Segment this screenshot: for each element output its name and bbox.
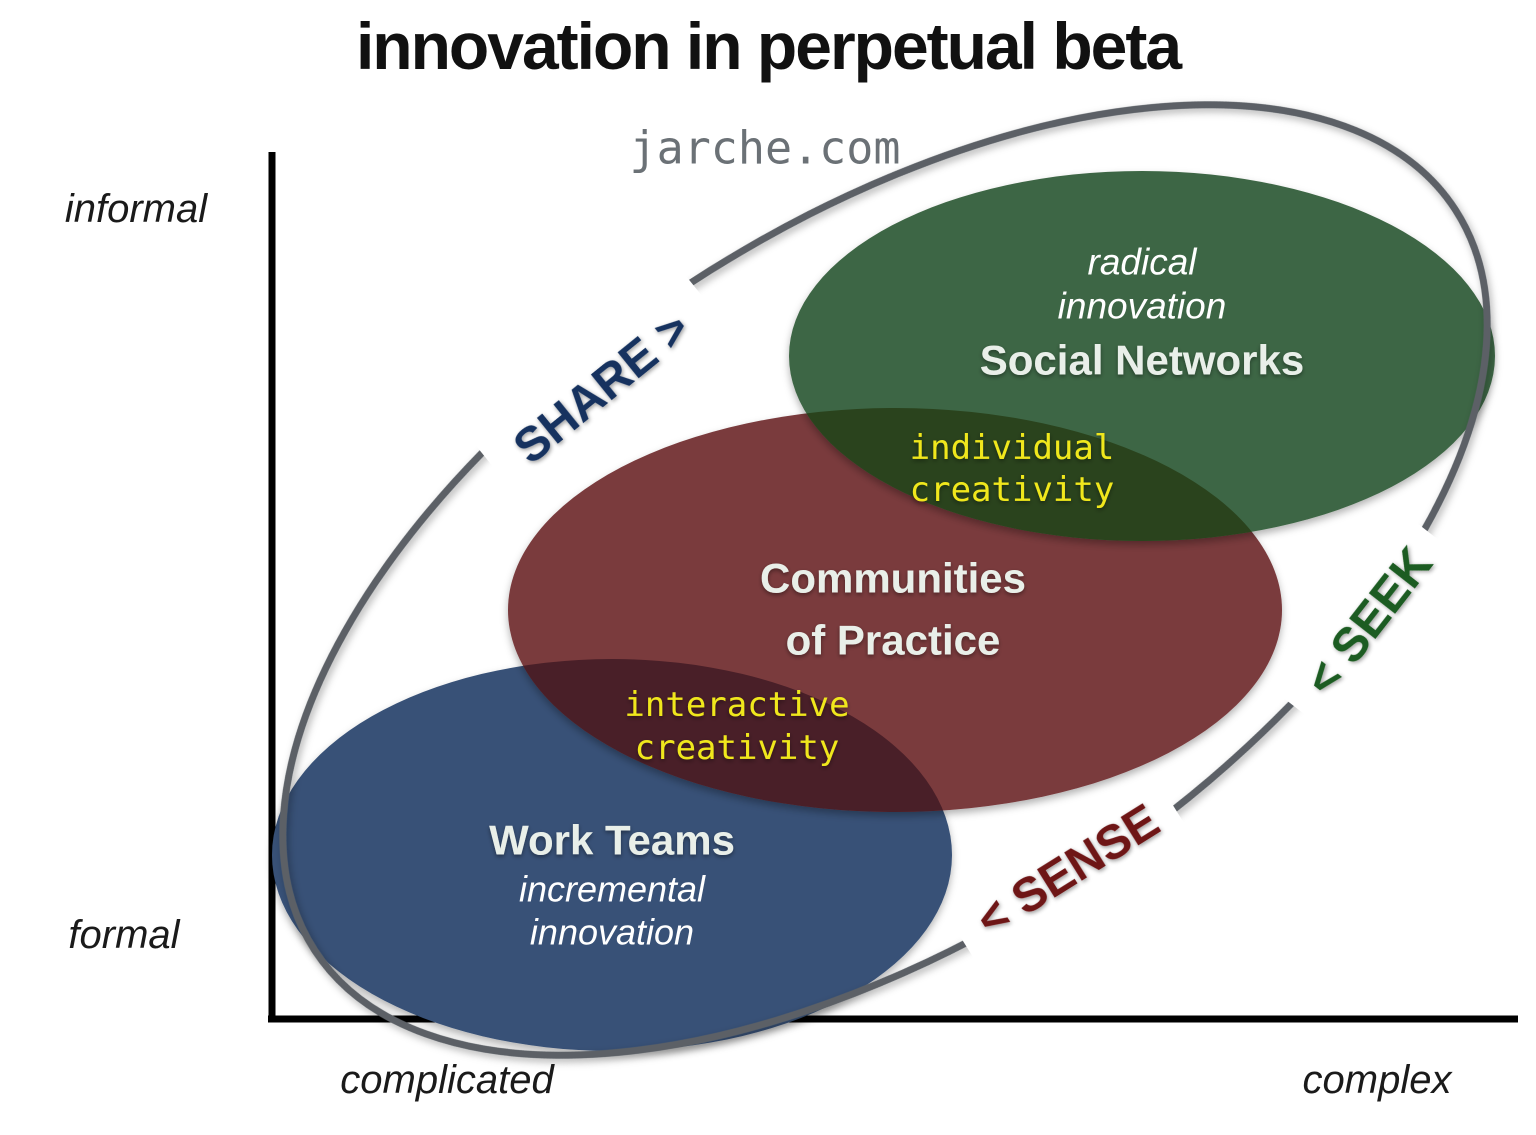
watermark: jarche.com xyxy=(630,122,901,175)
page-title: innovation in perpetual beta xyxy=(356,9,1183,83)
social-networks-title: Social Networks xyxy=(980,337,1304,384)
individual-creativity-line1: individual xyxy=(910,428,1115,468)
individual-creativity-line2: creativity xyxy=(910,470,1115,510)
work-teams-subtitle-line1: incremental xyxy=(519,869,706,910)
seek-loop-gap xyxy=(1272,515,1458,729)
interactive-creativity-overlap xyxy=(508,659,952,812)
y-axis-top-label: informal xyxy=(65,187,208,231)
communities-title-line1: Communities xyxy=(760,555,1026,602)
interactive-creativity-line1: interactive xyxy=(624,685,849,725)
social-networks-subtitle-line2: innovation xyxy=(1058,286,1227,327)
individual-creativity-overlap xyxy=(789,408,1282,541)
communities-title-line2: of Practice xyxy=(786,617,1001,664)
x-axis-right-label: complex xyxy=(1303,1058,1454,1102)
y-axis-bottom-label: formal xyxy=(68,913,180,957)
work-teams-title: Work Teams xyxy=(489,817,735,864)
sense-loop-gap xyxy=(948,784,1194,972)
interactive-creativity-line2: creativity xyxy=(635,728,840,768)
x-axis-left-label: complicated xyxy=(340,1058,555,1102)
share-loop-gap xyxy=(463,260,717,484)
social-networks-subtitle-line1: radical xyxy=(1088,242,1199,283)
work-teams-subtitle-line2: innovation xyxy=(530,912,694,953)
